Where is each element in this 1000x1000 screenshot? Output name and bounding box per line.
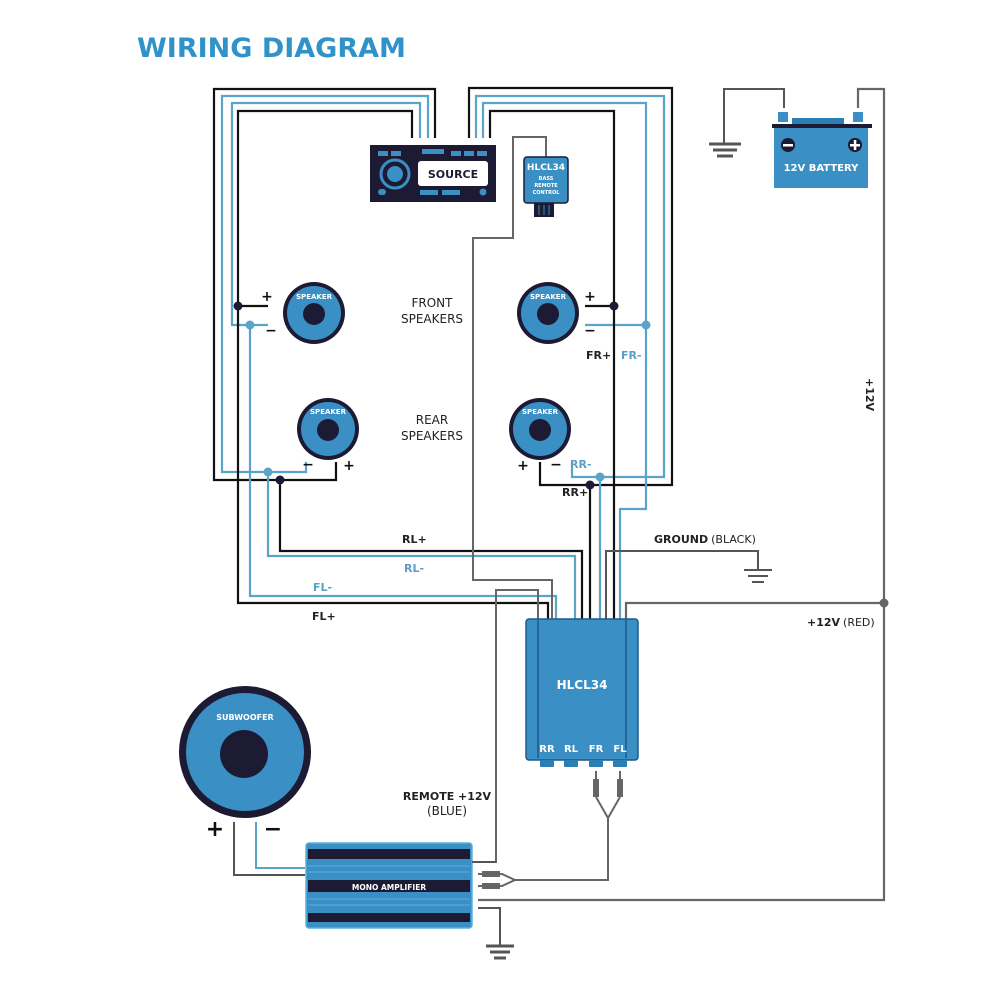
junction-rr-plus [585, 480, 595, 490]
junction-fr-minus [641, 320, 651, 330]
bass-remote-model: HLCL34 [527, 163, 565, 173]
bass-remote-line1: BASS [539, 176, 554, 182]
junction-fl-plus [233, 301, 243, 311]
wire-rl-plus-loop [212, 87, 437, 482]
sub-plus-sign: + [206, 817, 224, 842]
page-title: WIRING DIAGRAM [137, 33, 406, 64]
left-wire-harness [212, 87, 584, 620]
bass-remote-control: HLCL34 BASS REMOTE CONTROL [523, 156, 569, 217]
label-rl-plus: RL+ [402, 533, 427, 546]
junction-fr-plus [609, 301, 619, 311]
sub-minus-wire [255, 822, 305, 869]
rear-speakers-label: REAR [416, 413, 448, 427]
label-ground-color: (BLACK) [711, 533, 756, 546]
left-junctions [233, 301, 285, 485]
rca-jack-rl [564, 760, 578, 767]
speaker-label: SPEAKER [296, 293, 333, 301]
battery-label: 12V BATTERY [784, 163, 860, 174]
label-rl-minus: RL- [404, 562, 424, 575]
rr-minus-sign: − [550, 457, 562, 473]
rca-jack-rr [540, 760, 554, 767]
front-speakers-label: FRONT [412, 296, 454, 310]
label-fr-plus: FR+ [586, 349, 611, 362]
label-ground-bold: GROUND [654, 533, 708, 546]
rca-y-cable [478, 771, 623, 889]
subwoofer-label: SUBWOOFER [216, 713, 273, 722]
bass-remote-line2: REMOTE [534, 183, 558, 189]
speaker-front-left: SPEAKER [283, 282, 345, 344]
wire-rl-minus [266, 472, 577, 620]
speaker-rear-left: SPEAKER [297, 398, 359, 460]
mono-amplifier: MONO AMPLIFIER [305, 842, 473, 929]
wire-fl-minus-loop [230, 101, 422, 327]
fr-minus-sign: − [584, 323, 596, 339]
wire-fl-minus [248, 325, 558, 620]
junction-rr-minus [595, 472, 605, 482]
wire-rl-plus [278, 480, 584, 620]
power-junction [879, 598, 889, 608]
label-ground: GROUND(BLACK) [654, 533, 756, 546]
hlcl34-converter: HLCL34 RR RL FR FL [525, 618, 639, 767]
channel-rl: RL [564, 744, 579, 755]
rl-plus-sign: + [343, 458, 355, 474]
amplifier-label: MONO AMPLIFIER [352, 883, 426, 892]
junction-rl-plus [275, 475, 285, 485]
wire-rl-minus-loop [220, 94, 430, 474]
power-wire [478, 87, 886, 902]
junction-fl-minus [245, 320, 255, 330]
wire-fl-plus-loop [236, 109, 414, 308]
converter-ground-wire [605, 550, 772, 620]
speaker-label: SPEAKER [530, 293, 567, 301]
wire-rr-plus-loop [467, 86, 674, 487]
label-12v-color: (RED) [843, 616, 875, 629]
wire-rr-minus-loop [474, 94, 666, 479]
channel-rr: RR [539, 744, 555, 755]
fl-minus-sign: − [265, 323, 277, 339]
source-label: SOURCE [428, 168, 478, 181]
label-12v-vertical: +12V [863, 378, 876, 412]
channel-fr: FR [589, 744, 604, 755]
fl-plus-sign: + [261, 289, 273, 305]
junction-rl-minus [263, 467, 273, 477]
converter-model-label: HLCL34 [557, 678, 608, 692]
front-speakers-label-2: SPEAKERS [401, 312, 463, 326]
label-remote-color: (BLUE) [427, 804, 467, 818]
right-wire-harness [467, 86, 674, 620]
bass-remote-line3: CONTROL [533, 190, 561, 196]
wire-fl-plus [236, 306, 550, 620]
sub-plus-wire [233, 822, 305, 876]
rr-plus-sign: + [517, 458, 529, 474]
volume-knob-icon [379, 158, 411, 190]
fr-plus-sign: + [584, 289, 596, 305]
speaker-label: SPEAKER [310, 408, 347, 416]
speaker-rear-right: SPEAKER [509, 398, 571, 460]
label-12v-bold: +12V [807, 616, 841, 629]
wire-fr-plus-loop [488, 109, 616, 308]
battery: 12V BATTERY [772, 112, 872, 188]
rl-minus-sign: − [302, 457, 314, 473]
source-head-unit: SOURCE [370, 145, 496, 202]
battery-ground [709, 88, 785, 158]
label-fl-plus: FL+ [312, 610, 336, 623]
subwoofer: SUBWOOFER [179, 686, 311, 818]
label-fr-minus: FR- [621, 349, 642, 362]
label-fl-minus: FL- [313, 581, 332, 594]
label-remote-12v: REMOTE +12V [403, 790, 492, 803]
label-12v-red: +12V(RED) [807, 616, 875, 629]
channel-fl: FL [613, 744, 627, 755]
speaker-front-right: SPEAKER [517, 282, 579, 344]
rca-jack-fr [589, 760, 603, 767]
label-rr-minus: RR- [570, 458, 592, 471]
rca-jack-fl [613, 760, 627, 767]
wire-fr-minus-loop [481, 101, 648, 327]
wire-fr-minus [618, 325, 648, 620]
right-junctions [585, 301, 651, 490]
speaker-label: SPEAKER [522, 408, 559, 416]
rear-speakers-label-2: SPEAKERS [401, 429, 463, 443]
label-rr-plus: RR+ [562, 486, 588, 499]
amp-ground [478, 907, 514, 960]
sub-minus-sign: − [264, 817, 282, 842]
